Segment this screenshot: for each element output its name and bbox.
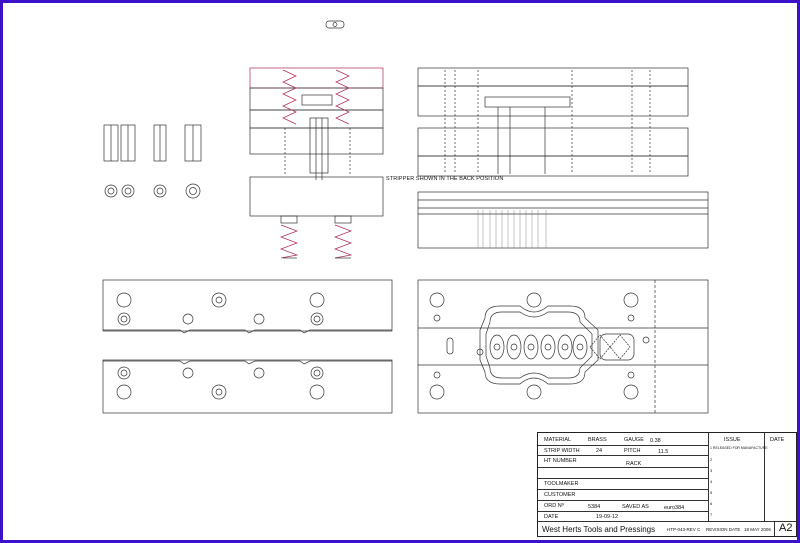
stripper-plate-top [102,279,393,334]
revision-date: 18 MAY 2006 [744,527,771,532]
front-elevation [249,67,384,259]
saved-as-value: euro384 [664,505,685,511]
issue-row-5: 5 [710,490,713,495]
pitch-value: 11.5 [658,449,669,455]
center-mark-icon [325,20,345,29]
revision-label: REVISION DATE [706,527,741,532]
issue-date-header: DATE [770,437,785,443]
toolmaker-label: TOOLMAKER [544,481,579,487]
form-reference: HTP-043-REV C [667,527,701,532]
strip-progression [489,334,631,360]
strip-width-label: STRIP WIDTH [544,448,580,454]
pitch-label: PITCH [624,448,641,454]
pillar-parts [103,124,202,162]
issue-row-7: 7 [710,512,713,517]
stripper-plate-bottom [102,359,393,414]
die-plan-view [417,279,709,414]
strip-width-value: 24 [596,448,603,454]
ord-no-label: ORD Nº [544,503,564,509]
side-elevation [417,67,709,249]
stripper-note: STRIPPER SHOWN IN THE BACK POSITION [386,176,504,182]
issue-row-3: 3 [710,468,713,473]
issue-row-2: 2 [710,457,713,462]
issue-row-1: 1 RELEASED FOR MANUFACTURE [710,446,768,450]
issue-row-4: 4 [710,479,713,484]
date-value: 19-09-12 [596,514,619,520]
title-block: MATERIAL BRASS GAUGE 0.38 STRIP WIDTH 24… [537,432,797,537]
ord-no-value: 5384 [588,504,601,510]
sheet-size: A2 [779,522,793,534]
customer-label: CUSTOMER [544,492,576,498]
issue-header: ISSUE [724,437,741,443]
gauge-value: 0.38 [650,438,661,444]
company-name: West Herts Tools and Pressings [542,525,656,534]
ht-number-label: HT NUMBER [544,458,577,464]
date-label: DATE [544,514,559,520]
ht-number-value: RACK [626,461,642,467]
gauge-label: GAUGE [624,437,644,443]
washer-parts [104,183,201,199]
material-value: BRASS [588,437,607,443]
material-label: MATERIAL [544,437,572,443]
issue-row-6: 6 [710,501,713,506]
saved-as-label: SAVED AS [622,504,649,510]
